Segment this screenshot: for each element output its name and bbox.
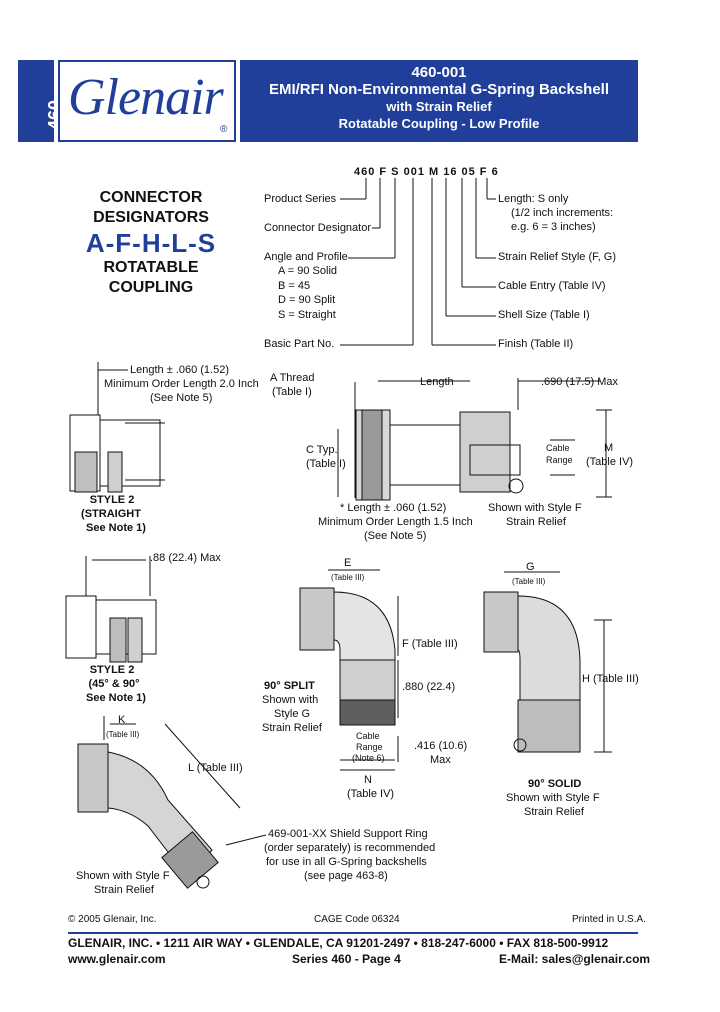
label-product-series: Product Series [264,193,337,205]
c-typ-label: C Typ. [306,444,338,456]
length-label: Length [420,376,454,388]
designators-heading-2: DESIGNATORS [93,209,209,226]
a-thread-table: (Table I) [272,386,312,398]
label-angle-profile: Angle and Profile [264,251,348,263]
m-table-label: (Table IV) [586,456,634,468]
connector-designators: CONNECTOR DESIGNATORS A-F-H-L-S ROTATABL… [66,188,236,298]
website[interactable]: www.glenair.com [68,952,166,966]
title-line-2: with Strain Relief [386,99,492,114]
angled-style-1: STYLE 2 [89,664,135,676]
shield-note-3: for use in all G-Spring backshells [266,856,427,868]
designator-letters: A-F-H-L-S [85,228,217,258]
series-page: Series 460 - Page 4 [292,952,401,966]
rotatable-label: ROTATABLE [103,259,199,276]
cable-label: Cable [546,443,570,453]
n-label: N [364,774,372,786]
dim-880-label: .880 (22.4) [402,681,456,693]
range-label: Range [546,455,573,465]
split-label-2: Shown with [262,694,319,706]
split-note-label: (Note 6) [352,753,385,763]
straight-length-note-1: Length ± .060 (1.52) [130,364,229,376]
company-address: GLENAIR, INC. • 1211 AIR WAY • GLENDALE,… [68,936,609,950]
straight-style-3: See Note 1) [86,522,146,534]
n-table-label: (Table IV) [347,788,395,800]
split-label-3: Style G [274,708,311,720]
straight-style-2: (STRAIGHT [81,508,141,520]
e-table-label: (Table III) [331,573,365,582]
label-basic-part: Basic Part No. [264,338,335,350]
k-label: K [118,714,126,726]
f-table-label: F (Table III) [402,638,458,650]
coupling-label: COUPLING [108,279,194,296]
glenair-logo: Glenair ® [58,60,236,142]
label-angle-b: B = 45 [278,280,311,292]
shield-note-4: (see page 463-8) [304,870,388,882]
l-table-label: L (Table III) [188,762,243,774]
g-table-label: (Table III) [512,577,546,586]
deg45-shown-2: Strain Relief [94,884,154,896]
footer-divider [68,932,638,934]
designators-heading-1: CONNECTOR [99,189,203,206]
label-cable-entry: Cable Entry (Table IV) [498,280,606,292]
split-cable-label: Cable [356,731,380,741]
e-label: E [344,557,352,569]
k-table-label: (Table III) [106,730,140,739]
label-angle-s: S = Straight [278,309,336,321]
main-length-note-3: (See Note 5) [364,530,427,542]
main-shown-2: Strain Relief [506,516,566,528]
title-box: 460-001 EMI/RFI Non-Environmental G-Spri… [240,60,638,142]
main-length-note-1: * Length ± .060 (1.52) [340,502,447,514]
solid-label-2: Shown with Style F [506,792,600,804]
email[interactable]: E-Mail: sales@glenair.com [499,952,651,966]
part-code: 460 F S 001 M 16 05 F 6 [354,166,499,178]
label-angle-a: A = 90 Solid [278,265,338,277]
a-thread-label: A Thread [270,372,315,384]
split-range-label: Range [356,742,383,752]
title-line-3: Rotatable Coupling - Low Profile [338,116,540,131]
angled-style-2: (45° & 90° [88,678,140,690]
label-strain-relief: Strain Relief Style (F, G) [498,251,616,263]
shield-note-1: 469-001-XX Shield Support Ring [268,828,428,840]
solid-label-1: 90° SOLID [528,778,582,790]
label-length-note-2: e.g. 6 = 3 inches) [511,221,596,233]
main-shown-1: Shown with Style F [488,502,582,514]
cage-code: CAGE Code 06324 [314,914,400,925]
title-line-1: EMI/RFI Non-Environmental G-Spring Backs… [268,81,610,98]
deg45-shown-1: Shown with Style F [76,870,170,882]
logo-text: Glenair [68,69,224,126]
part-number: 460-001 [411,64,467,81]
registered-mark: ® [220,124,228,135]
max-88-label: .88 (22.4) Max [150,552,221,564]
label-connector-designator: Connector Designator [264,222,372,234]
dim-416-label: .416 (10.6) [414,740,468,752]
split-label-1: 90° SPLIT [264,680,315,692]
h-table-label: H (Table III) [582,673,639,685]
main-length-note-2: Minimum Order Length 1.5 Inch [318,516,473,528]
max-690-label: .690 (17.5) Max [541,376,619,388]
label-length-note-1: (1/2 inch increments: [511,207,614,219]
straight-length-note-3: (See Note 5) [150,392,213,404]
label-shell-size: Shell Size (Table I) [498,309,590,321]
label-length: Length: S only [498,193,569,205]
copyright: © 2005 Glenair, Inc. [68,914,157,925]
label-angle-d: D = 90 Split [278,294,336,306]
angled-style-3: See Note 1) [86,692,146,704]
straight-style-1: STYLE 2 [89,494,135,506]
solid-label-3: Strain Relief [524,806,584,818]
printed-in: Printed in U.S.A. [572,914,646,925]
shield-note-2: (order separately) is recommended [264,842,436,854]
split-label-4: Strain Relief [262,722,322,734]
series-tab: 460 [18,60,65,142]
split-max-label: Max [430,754,451,766]
label-finish: Finish (Table II) [498,338,574,350]
straight-length-note-2: Minimum Order Length 2.0 Inch [104,378,259,390]
c-table-label: (Table I) [306,458,346,470]
g-label: G [526,561,535,573]
m-label: M [604,442,614,454]
